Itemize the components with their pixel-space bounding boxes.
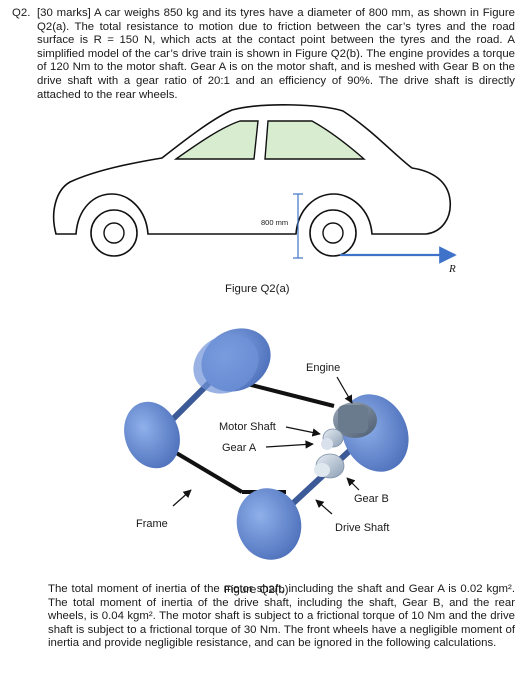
question-text: [30 marks] A car weighs 850 kg and its t…: [37, 7, 515, 101]
wheel-rear-right: [341, 394, 409, 472]
diameter-label: 800 mm: [261, 218, 288, 227]
engine-block: [333, 402, 377, 438]
wheel-front-top: [193, 328, 271, 394]
question-number: Q2.: [12, 7, 31, 19]
gear-a: [321, 428, 344, 450]
figure-a-caption: Figure Q2(a): [225, 283, 290, 295]
closing-paragraph: The total moment of inertia of the motor…: [48, 583, 515, 650]
figure-b-pointers: [172, 376, 360, 515]
car-body: [52, 104, 451, 235]
figure-b-caption: Figure Q2(b): [224, 584, 289, 596]
resistance-force-arrow: R: [340, 246, 457, 275]
motor-shaft-label: Motor Shaft: [219, 421, 276, 433]
front-axle: [157, 357, 235, 435]
rear-wheel: [309, 209, 357, 257]
force-label: R: [448, 263, 456, 275]
diameter-dimension: 800 mm: [261, 193, 303, 259]
frame-label: Frame: [136, 518, 168, 530]
front-wheel: [90, 209, 138, 257]
rear-axle: [272, 427, 375, 523]
gear-b-label: Gear B: [354, 493, 389, 505]
drive-shaft-label: Drive Shaft: [335, 522, 389, 534]
gear-b: [314, 453, 345, 479]
wheel-rear-bottom: [236, 488, 302, 560]
engine-label: Engine: [306, 362, 340, 374]
car-windows: [173, 120, 366, 160]
wheel-front-left: [124, 401, 180, 469]
gear-a-label: Gear A: [222, 442, 257, 454]
question-paragraph: Q2. [30 marks] A car weighs 850 kg and i…: [12, 7, 515, 102]
frame-members: [166, 374, 335, 494]
